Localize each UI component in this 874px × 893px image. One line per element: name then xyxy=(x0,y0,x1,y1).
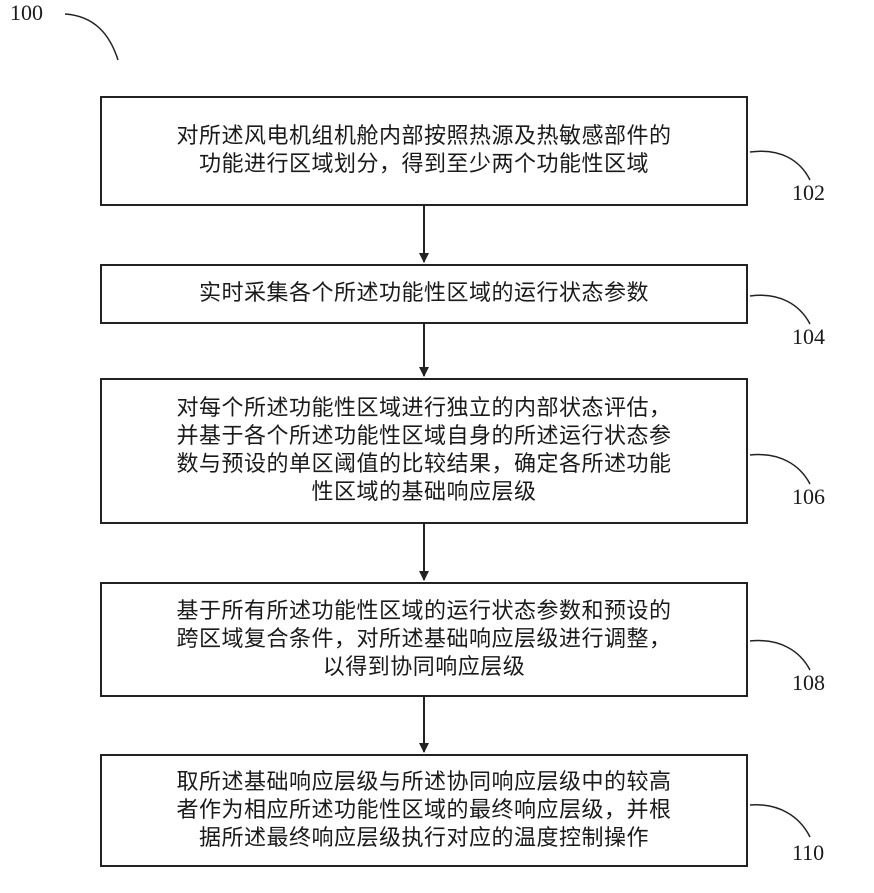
figure-ref-leader xyxy=(65,14,118,60)
step-ref-106: 106 xyxy=(792,484,825,510)
step-106-line-3: 数与预设的单区阈值的比较结果，确定各所述功能 xyxy=(176,451,671,479)
step-102-line-2: 功能进行区域划分，得到至少两个功能性区域 xyxy=(199,151,649,179)
step-ref-110: 110 xyxy=(792,840,824,866)
figure-ref-label: 100 xyxy=(10,0,43,26)
step-box-104: 实时采集各个所述功能性区域的运行状态参数 xyxy=(100,264,748,324)
step-102-line-1: 对所述风电机组机舱内部按照热源及热敏感部件的 xyxy=(176,123,671,151)
step-110-line-2: 者作为相应所述功能性区域的最终响应层级，并根 xyxy=(176,797,671,825)
step-110-line-3: 据所述最终响应层级执行对应的温度控制操作 xyxy=(199,825,649,853)
leader-108 xyxy=(750,641,810,670)
step-ref-104: 104 xyxy=(792,324,825,350)
leader-110 xyxy=(750,805,810,837)
leader-104 xyxy=(750,295,810,324)
step-108-line-2: 跨区域复合条件，对所述基础响应层级进行调整， xyxy=(176,626,671,654)
step-108-line-3: 以得到协同响应层级 xyxy=(323,654,526,682)
step-106-line-2: 并基于各个所述功能性区域自身的所述运行状态参 xyxy=(176,423,671,451)
step-108-line-1: 基于所有所述功能性区域的运行状态参数和预设的 xyxy=(176,598,671,626)
step-ref-102: 102 xyxy=(792,180,825,206)
step-106-line-1: 对每个所述功能性区域进行独立的内部状态评估， xyxy=(176,395,671,423)
step-box-102: 对所述风电机组机舱内部按照热源及热敏感部件的 功能进行区域划分，得到至少两个功能… xyxy=(100,96,748,206)
step-ref-108: 108 xyxy=(792,670,825,696)
step-box-108: 基于所有所述功能性区域的运行状态参数和预设的 跨区域复合条件，对所述基础响应层级… xyxy=(100,582,748,697)
step-106-line-4: 性区域的基础响应层级 xyxy=(311,479,536,507)
step-104-line-1: 实时采集各个所述功能性区域的运行状态参数 xyxy=(199,280,649,308)
step-box-106: 对每个所述功能性区域进行独立的内部状态评估， 并基于各个所述功能性区域自身的所述… xyxy=(100,378,748,524)
step-110-line-1: 取所述基础响应层级与所述协同响应层级中的较高 xyxy=(176,769,671,797)
step-box-110: 取所述基础响应层级与所述协同响应层级中的较高 者作为相应所述功能性区域的最终响应… xyxy=(100,754,748,867)
leader-106 xyxy=(750,455,810,484)
leader-102 xyxy=(750,151,810,180)
